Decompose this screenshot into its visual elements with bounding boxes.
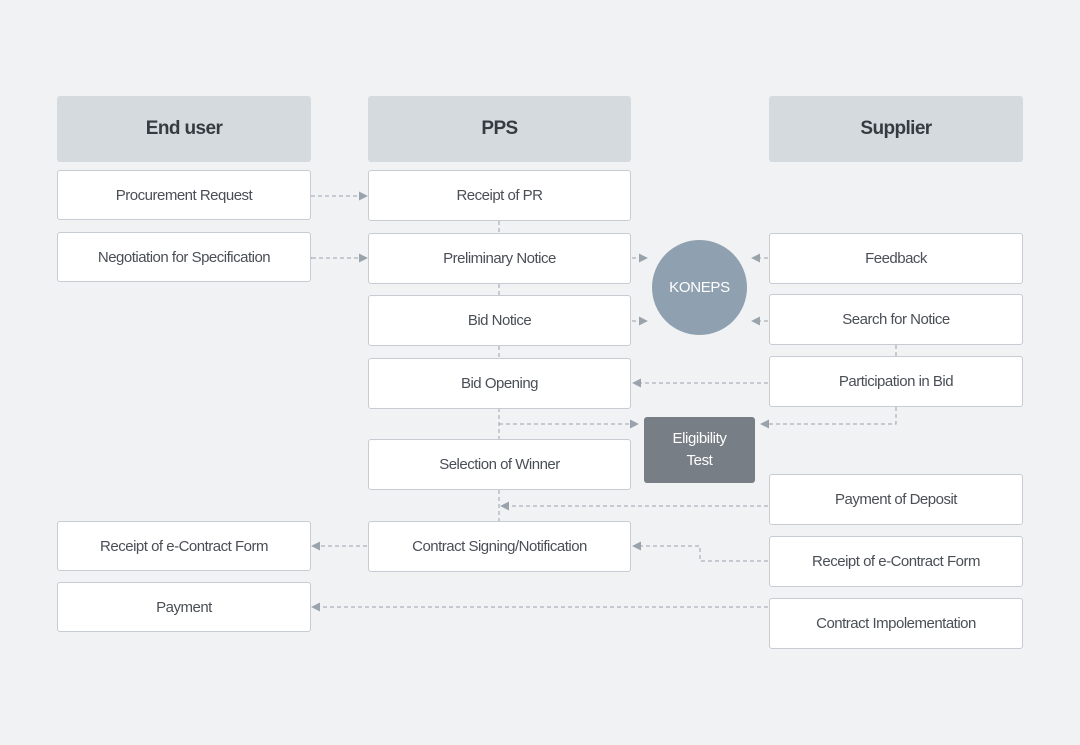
- step-negotiation-for-specification: Negotiation for Specification: [57, 232, 311, 282]
- header-pps: PPS: [368, 96, 631, 162]
- step-selection-of-winner: Selection of Winner: [368, 439, 631, 490]
- arrow-supplier-to-eligibility: [760, 407, 897, 429]
- step-bid-opening: Bid Opening: [368, 358, 631, 409]
- eligibility-line-1: Eligibility: [672, 430, 727, 447]
- arrow-supplier-form-to-contract: [632, 541, 768, 562]
- eligibility-line-2: Test: [686, 452, 713, 469]
- step-enduser-receipt-e-contract: Receipt of e-Contract Form: [57, 521, 311, 571]
- step-contract-implementation: Contract Impolementation: [769, 598, 1023, 649]
- step-contract-signing-notification: Contract Signing/Notification: [368, 521, 631, 572]
- step-payment-of-deposit: Payment of Deposit: [769, 474, 1023, 525]
- eligibility-test-box: Eligibility Test: [644, 417, 755, 483]
- step-payment: Payment: [57, 582, 311, 632]
- step-receipt-of-pr: Receipt of PR: [368, 170, 631, 221]
- koneps-label: KONEPS: [669, 279, 730, 296]
- header-end-user: End user: [57, 96, 311, 162]
- step-participation-in-bid: Participation in Bid: [769, 356, 1023, 407]
- step-bid-notice: Bid Notice: [368, 295, 631, 346]
- header-supplier: Supplier: [769, 96, 1023, 162]
- step-supplier-receipt-e-contract: Receipt of e-Contract Form: [769, 536, 1023, 587]
- step-procurement-request: Procurement Request: [57, 170, 311, 220]
- step-preliminary-notice: Preliminary Notice: [368, 233, 631, 284]
- koneps-hub: KONEPS: [652, 240, 747, 335]
- step-search-for-notice: Search for Notice: [769, 294, 1023, 345]
- step-feedback: Feedback: [769, 233, 1023, 284]
